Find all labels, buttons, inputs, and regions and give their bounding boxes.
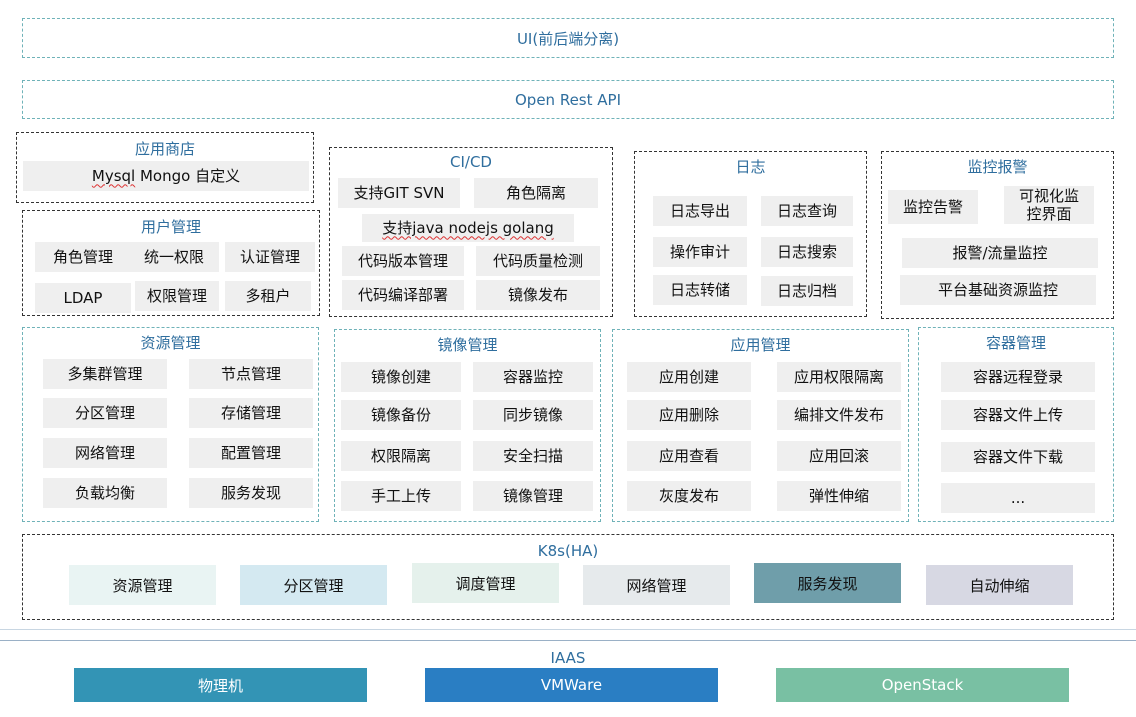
cicd-group: CI/CD 支持GIT SVN 角色隔离 支持java nodejs golan… [329,147,613,317]
user-mgmt-item: 认证管理 [225,242,315,272]
monitor-item: 报警/流量监控 [902,238,1098,268]
cicd-item: 代码质量检测 [476,246,600,276]
iaas-title: IAAS [550,649,586,667]
mysql-word: Mysql [91,166,136,185]
image-mgmt-item: 手工上传 [341,481,461,511]
iaas-group: IAAS 物理机 VMWare OpenStack [0,642,1136,717]
user-mgmt-group: 用户管理 角色管理 统一权限 认证管理 LDAP 权限管理 多租户 [22,210,320,316]
image-mgmt-group: 镜像管理 镜像创建 容器监控 镜像备份 同步镜像 权限隔离 安全扫描 手工上传 … [334,329,601,522]
k8s-item: 网络管理 [583,565,730,605]
container-mgmt-title: 容器管理 [985,334,1046,352]
k8s-item: 资源管理 [69,565,216,605]
app-mgmt-title: 应用管理 [730,336,791,354]
iaas-separator-top [0,629,1136,630]
app-mgmt-item: 编排文件发布 [777,400,901,430]
image-mgmt-item: 同步镜像 [473,400,593,430]
user-mgmt-item: 统一权限 [129,242,219,272]
user-mgmt-item: 权限管理 [135,281,219,311]
logs-item: 操作审计 [653,237,747,267]
app-store-title: 应用商店 [134,140,195,158]
container-mgmt-item: ... [941,483,1095,513]
container-mgmt-item: 容器文件下载 [941,442,1095,472]
iaas-separator-bottom [0,640,1136,641]
image-mgmt-item: 镜像管理 [473,481,593,511]
image-mgmt-item: 安全扫描 [473,441,593,471]
monitor-group: 监控报警 监控告警 可视化监控界面 报警/流量监控 平台基础资源监控 [881,151,1114,319]
app-store-group: 应用商店 Mysql Mongo 自定义 [16,132,314,203]
image-mgmt-item: 镜像备份 [341,400,461,430]
app-mgmt-item: 灰度发布 [627,481,751,511]
cicd-item: 代码版本管理 [342,246,464,276]
app-mgmt-item: 应用权限隔离 [777,362,901,392]
cicd-item: 镜像发布 [476,280,600,310]
iaas-item: 物理机 [74,668,367,702]
k8s-item: 自动伸缩 [926,565,1073,605]
app-mgmt-item: 应用删除 [627,400,751,430]
app-mgmt-item: 弹性伸缩 [777,481,901,511]
resource-mgmt-item: 服务发现 [189,478,313,508]
resource-mgmt-item: 负载均衡 [43,478,167,508]
resource-mgmt-item: 配置管理 [189,438,313,468]
monitor-visual-text: 可视化监控界面 [1018,187,1079,223]
cicd-item: 支持java nodejs golang [362,214,574,242]
iaas-item: VMWare [425,668,718,702]
api-layer-label: Open Rest API [514,90,621,109]
image-mgmt-item: 权限隔离 [341,441,461,471]
resource-mgmt-item: 多集群管理 [43,359,167,389]
logs-item: 日志搜索 [761,237,853,267]
cicd-title: CI/CD [450,153,492,171]
container-mgmt-item: 容器远程登录 [941,362,1095,392]
k8s-item: 调度管理 [412,563,559,603]
resource-mgmt-group: 资源管理 多集群管理 节点管理 分区管理 存储管理 网络管理 配置管理 负载均衡… [22,327,319,522]
k8s-item: 服务发现 [754,563,901,603]
logs-item: 日志导出 [653,196,747,226]
ui-layer-bar: UI(前后端分离) [22,18,1114,58]
resource-mgmt-item: 分区管理 [43,398,167,428]
image-mgmt-item: 镜像创建 [341,362,461,392]
user-mgmt-item: 角色管理 [35,242,131,272]
ui-layer-label: UI(前后端分离) [516,29,620,48]
k8s-title: K8s(HA) [537,542,599,560]
user-mgmt-item: LDAP [35,283,131,313]
image-mgmt-item: 容器监控 [473,362,593,392]
container-mgmt-item: 容器文件上传 [941,400,1095,430]
app-mgmt-item: 应用创建 [627,362,751,392]
resource-mgmt-item: 节点管理 [189,359,313,389]
cicd-item: 角色隔离 [474,178,598,208]
cicd-java-text: 支持java nodejs golang [382,218,554,237]
resource-mgmt-title: 资源管理 [140,334,201,352]
app-mgmt-item: 应用回滚 [777,441,901,471]
resource-mgmt-item: 网络管理 [43,438,167,468]
k8s-group: K8s(HA) 资源管理 分区管理 调度管理 网络管理 服务发现 自动伸缩 [22,534,1114,620]
monitor-item: 可视化监控界面 [1004,186,1094,224]
user-mgmt-title: 用户管理 [140,218,201,236]
resource-mgmt-item: 存储管理 [189,398,313,428]
api-layer-bar: Open Rest API [22,80,1114,119]
logs-item: 日志归档 [761,276,853,306]
app-store-item-rest: Mongo 自定义 [135,166,241,185]
cicd-item: 支持GIT SVN [338,178,460,208]
app-mgmt-group: 应用管理 应用创建 应用权限隔离 应用删除 编排文件发布 应用查看 应用回滚 灰… [612,329,909,522]
logs-item: 日志查询 [761,196,853,226]
iaas-item: OpenStack [776,668,1069,702]
monitor-item: 监控告警 [888,190,978,224]
cicd-item: 代码编译部署 [342,280,464,310]
image-mgmt-title: 镜像管理 [437,336,498,354]
monitor-item: 平台基础资源监控 [900,275,1096,305]
app-store-item: Mysql Mongo 自定义 [23,161,309,191]
logs-title: 日志 [735,158,766,176]
user-mgmt-item: 多租户 [225,281,311,311]
logs-item: 日志转储 [653,275,747,305]
app-mgmt-item: 应用查看 [627,441,751,471]
logs-group: 日志 日志导出 日志查询 操作审计 日志搜索 日志转储 日志归档 [634,151,867,317]
container-mgmt-group: 容器管理 容器远程登录 容器文件上传 容器文件下载 ... [918,327,1114,522]
monitor-title: 监控报警 [967,158,1028,176]
k8s-item: 分区管理 [240,565,387,605]
